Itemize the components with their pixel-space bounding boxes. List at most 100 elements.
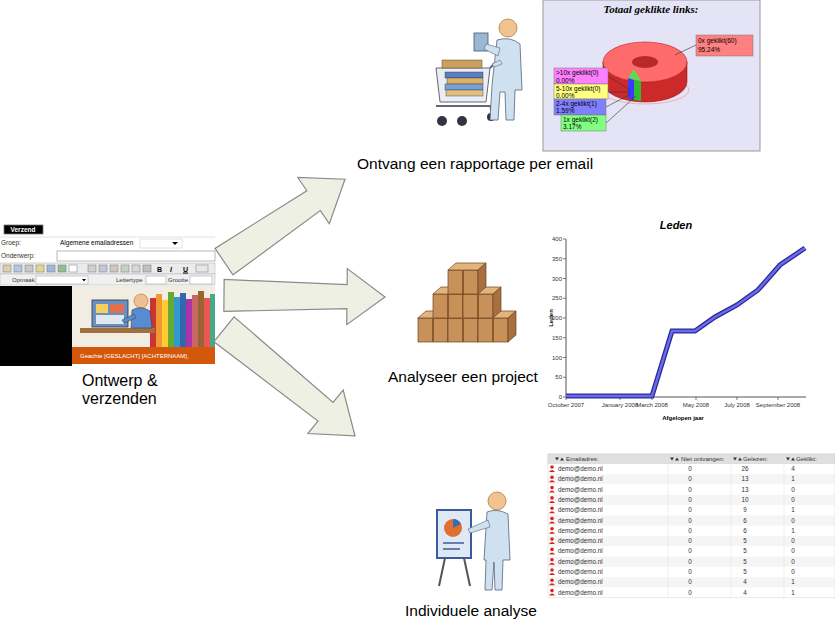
email-editor-screenshot xyxy=(4,225,43,234)
toolbar-label: Lettertype xyxy=(116,277,143,283)
email-editor-screenshot xyxy=(0,224,215,367)
pie-chart-panel xyxy=(606,96,636,123)
pencil-illustration xyxy=(162,300,168,347)
axis-tick: September 2008 xyxy=(756,402,800,408)
count-cell: 5 xyxy=(743,569,747,575)
results-table xyxy=(548,474,835,484)
salutation-text: Geachte [GESLACHT] [ACHTERNAAM], xyxy=(80,353,189,359)
step-caption: Ontwerp & verzenden xyxy=(82,372,182,409)
step-group: Analyseer een project xyxy=(385,215,835,428)
person-at-computer xyxy=(96,304,108,313)
count-cell: 0 xyxy=(791,497,795,503)
boxes-icon xyxy=(448,318,478,342)
count-cell: 4 xyxy=(791,466,795,472)
count-cell: 0 xyxy=(688,466,692,472)
results-table xyxy=(549,568,555,575)
axis-tick: 50 xyxy=(555,374,562,380)
email-editor-screenshot xyxy=(88,265,96,272)
pie-chart-panel xyxy=(554,68,608,84)
count-cell: 26 xyxy=(741,466,748,472)
email-cell: demo@demo.nl xyxy=(558,507,603,513)
count-cell: 0 xyxy=(791,569,795,575)
email-editor-screenshot xyxy=(69,265,77,272)
count-cell: 0 xyxy=(688,517,692,523)
count-cell: 0 xyxy=(688,497,692,503)
results-table xyxy=(549,527,555,534)
field-label: Groep: xyxy=(1,240,21,247)
pie-slice-label: 0x geklikt(60) xyxy=(698,38,737,45)
pencil-illustration xyxy=(210,294,215,347)
pie-chart-panel xyxy=(561,115,606,131)
button-label: Verzend xyxy=(11,226,36,233)
count-cell: 1 xyxy=(791,476,795,482)
pie-slice-label: 5-10x geklikt(0) xyxy=(556,85,600,92)
person-at-computer xyxy=(122,314,136,323)
email-cell: demo@demo.nl xyxy=(558,517,603,523)
email-editor-screenshot xyxy=(36,276,88,284)
pie-slice-percent: 95.24% xyxy=(698,47,720,54)
results-table xyxy=(549,589,555,596)
boxes-icon xyxy=(462,270,464,294)
axis-title: Afgelopen jaar xyxy=(662,415,704,421)
results-table xyxy=(548,454,835,464)
boxes-icon xyxy=(418,318,448,342)
count-cell: 0 xyxy=(688,528,692,534)
cart-person-icon xyxy=(447,78,483,84)
cart-person-icon xyxy=(499,19,517,37)
results-table xyxy=(549,476,555,483)
results-table xyxy=(549,548,555,555)
results-table xyxy=(548,464,835,474)
pie-chart-panel xyxy=(543,0,760,151)
person-at-computer xyxy=(110,304,124,313)
count-cell: 4 xyxy=(743,589,747,595)
axis-title: Leden xyxy=(548,309,554,327)
email-editor-screenshot xyxy=(190,276,212,284)
email-editor-screenshot xyxy=(25,265,33,272)
axis-tick: 250 xyxy=(552,295,562,301)
pie-chart-panel xyxy=(608,76,630,90)
cart-person-icon xyxy=(446,90,483,96)
results-table xyxy=(549,558,555,565)
cart-person-icon xyxy=(436,105,493,107)
results-table xyxy=(548,546,835,556)
results-table xyxy=(548,515,835,525)
person-at-computer xyxy=(134,294,148,308)
table-header: Niet ontvangen: xyxy=(681,456,724,462)
chart-title: Totaal geklikte links: xyxy=(604,4,699,15)
count-cell: 13 xyxy=(741,476,748,482)
board-person-icon xyxy=(464,558,470,586)
count-cell: 1 xyxy=(791,528,795,534)
step-caption: Analyseer een project xyxy=(388,368,538,386)
email-cell: demo@demo.nl xyxy=(558,476,603,482)
count-cell: 0 xyxy=(688,569,692,575)
email-cell: demo@demo.nl xyxy=(558,559,603,565)
email-cell: demo@demo.nl xyxy=(558,466,603,472)
line-chart xyxy=(563,239,806,400)
results-table xyxy=(549,537,555,544)
pencil-illustration xyxy=(156,294,162,347)
results-table xyxy=(548,536,835,546)
boxes-icon xyxy=(433,294,463,318)
axis-tick: 400 xyxy=(552,236,562,242)
count-cell: 0 xyxy=(791,517,795,523)
count-cell: 6 xyxy=(743,517,747,523)
cart-person-icon xyxy=(492,60,502,67)
count-cell: 0 xyxy=(791,486,795,492)
results-table xyxy=(549,506,555,513)
count-cell: 1 xyxy=(791,589,795,595)
count-cell: 9 xyxy=(743,507,747,513)
results-table xyxy=(549,465,555,472)
count-cell: 0 xyxy=(791,559,795,565)
boxes-icon xyxy=(462,318,464,342)
cart-person-icon xyxy=(437,116,447,126)
cart-person-icon xyxy=(436,68,490,102)
pencil-illustration xyxy=(192,295,198,347)
email-editor-screenshot xyxy=(0,286,72,366)
toolbar-button: I xyxy=(170,265,172,272)
pencil-illustration xyxy=(186,299,192,347)
pencil-illustration xyxy=(168,292,174,347)
email-cell: demo@demo.nl xyxy=(558,486,603,492)
results-table xyxy=(548,454,835,598)
boxes-icon xyxy=(492,318,494,342)
person-at-computer xyxy=(96,315,124,324)
